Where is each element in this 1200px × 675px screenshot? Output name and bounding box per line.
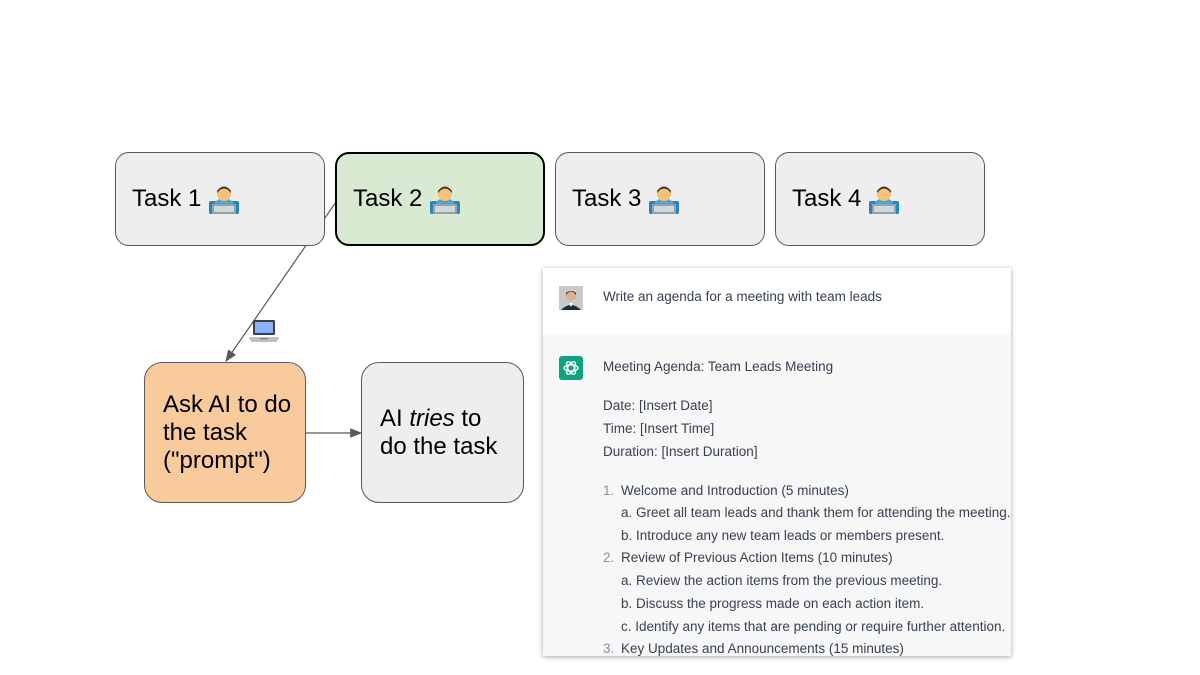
item-number: 1. (603, 483, 615, 498)
technologist-icon (869, 184, 900, 214)
agenda-subitem: c. Identify any items that are pending o… (621, 619, 1006, 634)
task-box-4: Task 4 (775, 152, 985, 246)
agenda-title: Meeting Agenda: Team Leads Meeting (603, 359, 834, 374)
ai-line-1: AI tries to (380, 405, 497, 433)
agenda-item-title: Welcome and Introduction (5 minutes) (621, 483, 849, 498)
ai-text: AI (380, 404, 410, 432)
technologist-icon (649, 184, 680, 214)
agenda-subitem: b. Discuss the progress made on each act… (621, 596, 925, 611)
prompt-line-1: Ask AI to do (163, 390, 292, 418)
tries-emphasis: tries (409, 404, 455, 432)
prompt-line-3: ("prompt") (163, 446, 271, 474)
ai-text: to (454, 404, 482, 432)
chatgpt-conversation: Write an agenda for a meeting with team … (543, 268, 1011, 656)
task-label: Task 3 (572, 185, 642, 212)
prompt-line-2: the task (163, 418, 248, 446)
agenda-duration: Duration: [Insert Duration] (603, 444, 758, 459)
user-message-row: Write an agenda for a meeting with team … (543, 268, 1011, 335)
task-box-1: Task 1 (115, 152, 325, 246)
agenda-item-title: Key Updates and Announcements (15 minute… (621, 641, 904, 656)
agenda-subitem: a. Review the action items from the prev… (621, 573, 943, 588)
ai-tries-box: AI tries to do the task (361, 362, 524, 503)
agenda-time: Time: [Insert Time] (603, 421, 715, 436)
chatgpt-logo-icon (559, 356, 583, 380)
prompt-box: Ask AI to do the task ("prompt") (144, 362, 306, 503)
agenda-item-title: Review of Previous Action Items (10 minu… (621, 550, 893, 565)
technologist-icon (209, 184, 240, 214)
agenda-date: Date: [Insert Date] (603, 398, 713, 413)
ai-line-2: do the task (380, 432, 498, 460)
laptop-icon (248, 318, 280, 349)
item-number: 3. (603, 641, 615, 656)
user-avatar (559, 286, 583, 310)
agenda-subitem: a. Greet all team leads and thank them f… (621, 505, 1011, 520)
technologist-icon (430, 184, 461, 214)
task-label: Task 2 (353, 185, 423, 212)
task-box-2: Task 2 (335, 152, 545, 246)
task-label: Task 1 (132, 185, 202, 212)
user-message: Write an agenda for a meeting with team … (603, 289, 882, 304)
assistant-message-row: Meeting Agenda: Team Leads Meeting Date:… (543, 334, 1011, 656)
item-number: 2. (603, 550, 615, 565)
agenda-subitem: b. Introduce any new team leads or membe… (621, 528, 945, 543)
task-label: Task 4 (792, 185, 862, 212)
task-box-3: Task 3 (555, 152, 765, 246)
